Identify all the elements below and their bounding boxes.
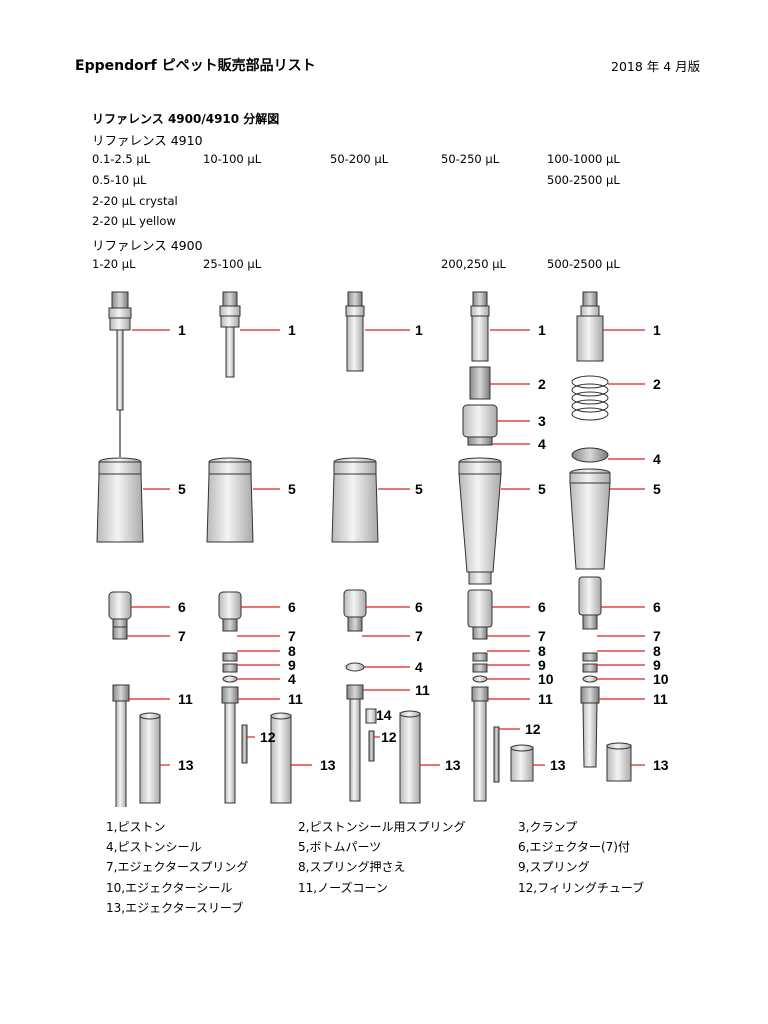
callout-label: 6 — [538, 599, 546, 615]
volume-cell: 500-2500 µL — [547, 257, 620, 271]
legend-item: 7,エジェクタースプリング — [106, 860, 249, 874]
volume-cell: 2-20 µL crystal — [92, 194, 178, 208]
legend-item: 3,クランプ — [518, 820, 578, 834]
callout-label: 1 — [415, 322, 423, 338]
callout-label: 12 — [525, 721, 541, 737]
callout-label: 8 — [288, 643, 296, 659]
volume-cell: 25-100 µL — [203, 257, 262, 271]
callout-label: 13 — [445, 757, 461, 773]
callout-label: 7 — [538, 628, 546, 644]
callout-label: 4 — [538, 436, 546, 452]
callout-label: 12 — [260, 729, 276, 745]
callout-label: 6 — [653, 599, 661, 615]
legend-item: 8,スプリング押さえ — [298, 860, 406, 874]
callout-label: 1 — [538, 322, 546, 338]
pipette-column-2 — [206, 291, 292, 804]
callout-label: 7 — [288, 628, 296, 644]
callout-label: 6 — [415, 599, 423, 615]
volume-cell: 0.1-2.5 µL — [92, 152, 151, 166]
callout-label: 1 — [653, 322, 661, 338]
callout-label: 1 — [178, 322, 186, 338]
series-4910-label: リファレンス 4910 — [92, 133, 203, 148]
callout-label: 11 — [538, 691, 553, 707]
legend-item: 6,エジェクター(7)付 — [518, 840, 630, 854]
legend-item: 11,ノーズコーン — [298, 881, 388, 895]
volume-cell: 50-250 µL — [441, 152, 500, 166]
callout-label: 12 — [381, 729, 397, 745]
callout-label: 7 — [653, 628, 661, 644]
callout-label: 11 — [288, 691, 303, 707]
callout-label: 11 — [653, 691, 668, 707]
exploded-view-diagram: 1 1 1 1 1 2 2 3 4 4 5 5 5 5 5 6 6 6 6 6 … — [96, 291, 669, 807]
volume-cell: 10-100 µL — [203, 152, 262, 166]
series-4900-label: リファレンス 4900 — [92, 238, 203, 253]
callout-label: 9 — [538, 657, 546, 673]
volume-cell: 1-20 µL — [92, 257, 136, 271]
callout-label: 5 — [415, 481, 423, 497]
callout-label: 5 — [653, 481, 661, 497]
callout-label: 2 — [653, 376, 661, 392]
callout-label: 5 — [538, 481, 546, 497]
callout-label: 11 — [178, 691, 193, 707]
pipette-column-1 — [96, 291, 161, 807]
callout-label: 6 — [288, 599, 296, 615]
callout-label: 10 — [538, 671, 554, 687]
callout-label: 8 — [653, 643, 661, 659]
legend-item: 9,スプリング — [518, 860, 590, 874]
volume-cell: 100-1000 µL — [547, 152, 620, 166]
volume-cell: 0.5-10 µL — [92, 173, 147, 187]
callout-label: 10 — [653, 671, 669, 687]
callout-label: 1 — [288, 322, 296, 338]
legend-item: 10,エジェクターシール — [106, 881, 233, 895]
legend-item: 5,ボトムパーツ — [298, 840, 382, 854]
callout-label: 13 — [178, 757, 194, 773]
callout-label: 6 — [178, 599, 186, 615]
callout-numbers: 1 1 1 1 1 2 2 3 4 4 5 5 5 5 5 6 6 6 6 6 … — [178, 322, 669, 773]
volume-cell: 200,250 µL — [441, 257, 506, 271]
callout-label: 14 — [376, 707, 392, 723]
callout-label: 3 — [538, 413, 546, 429]
callout-label: 4 — [288, 671, 296, 687]
legend-item: 13,エジェクタースリーブ — [106, 901, 244, 915]
callout-label: 7 — [415, 628, 423, 644]
legend-item: 4,ピストンシール — [106, 840, 202, 854]
document-title: Eppendorf ピペット販売部品リスト — [75, 58, 316, 74]
volume-cell: 2-20 µL yellow — [92, 214, 176, 228]
callout-label: 4 — [415, 659, 423, 675]
legend-item: 2,ピストンシール用スプリング — [298, 820, 466, 834]
volume-cell: 500-2500 µL — [547, 173, 620, 187]
callout-label: 7 — [178, 628, 186, 644]
callout-label: 8 — [538, 643, 546, 659]
legend-item: 12,フィリングチューブ — [518, 881, 645, 895]
legend-item: 1,ピストン — [106, 820, 166, 834]
section-title: リファレンス 4900/4910 分解図 — [92, 112, 280, 126]
pipette-column-4 — [458, 291, 534, 802]
callout-label: 2 — [538, 376, 546, 392]
volume-cell: 50-200 µL — [330, 152, 389, 166]
callout-leaders — [127, 329, 645, 766]
document-date: 2018 年 4 月版 — [611, 59, 701, 74]
callout-label: 5 — [288, 481, 296, 497]
callout-label: 13 — [550, 757, 566, 773]
pipette-column-3 — [331, 291, 421, 804]
callout-label: 11 — [415, 682, 430, 698]
pipette-column-5 — [569, 291, 632, 782]
callout-label: 4 — [653, 451, 661, 467]
callout-label: 9 — [653, 657, 661, 673]
callout-label: 5 — [178, 481, 186, 497]
callout-label: 13 — [320, 757, 336, 773]
callout-label: 9 — [288, 657, 296, 673]
callout-label: 13 — [653, 757, 669, 773]
